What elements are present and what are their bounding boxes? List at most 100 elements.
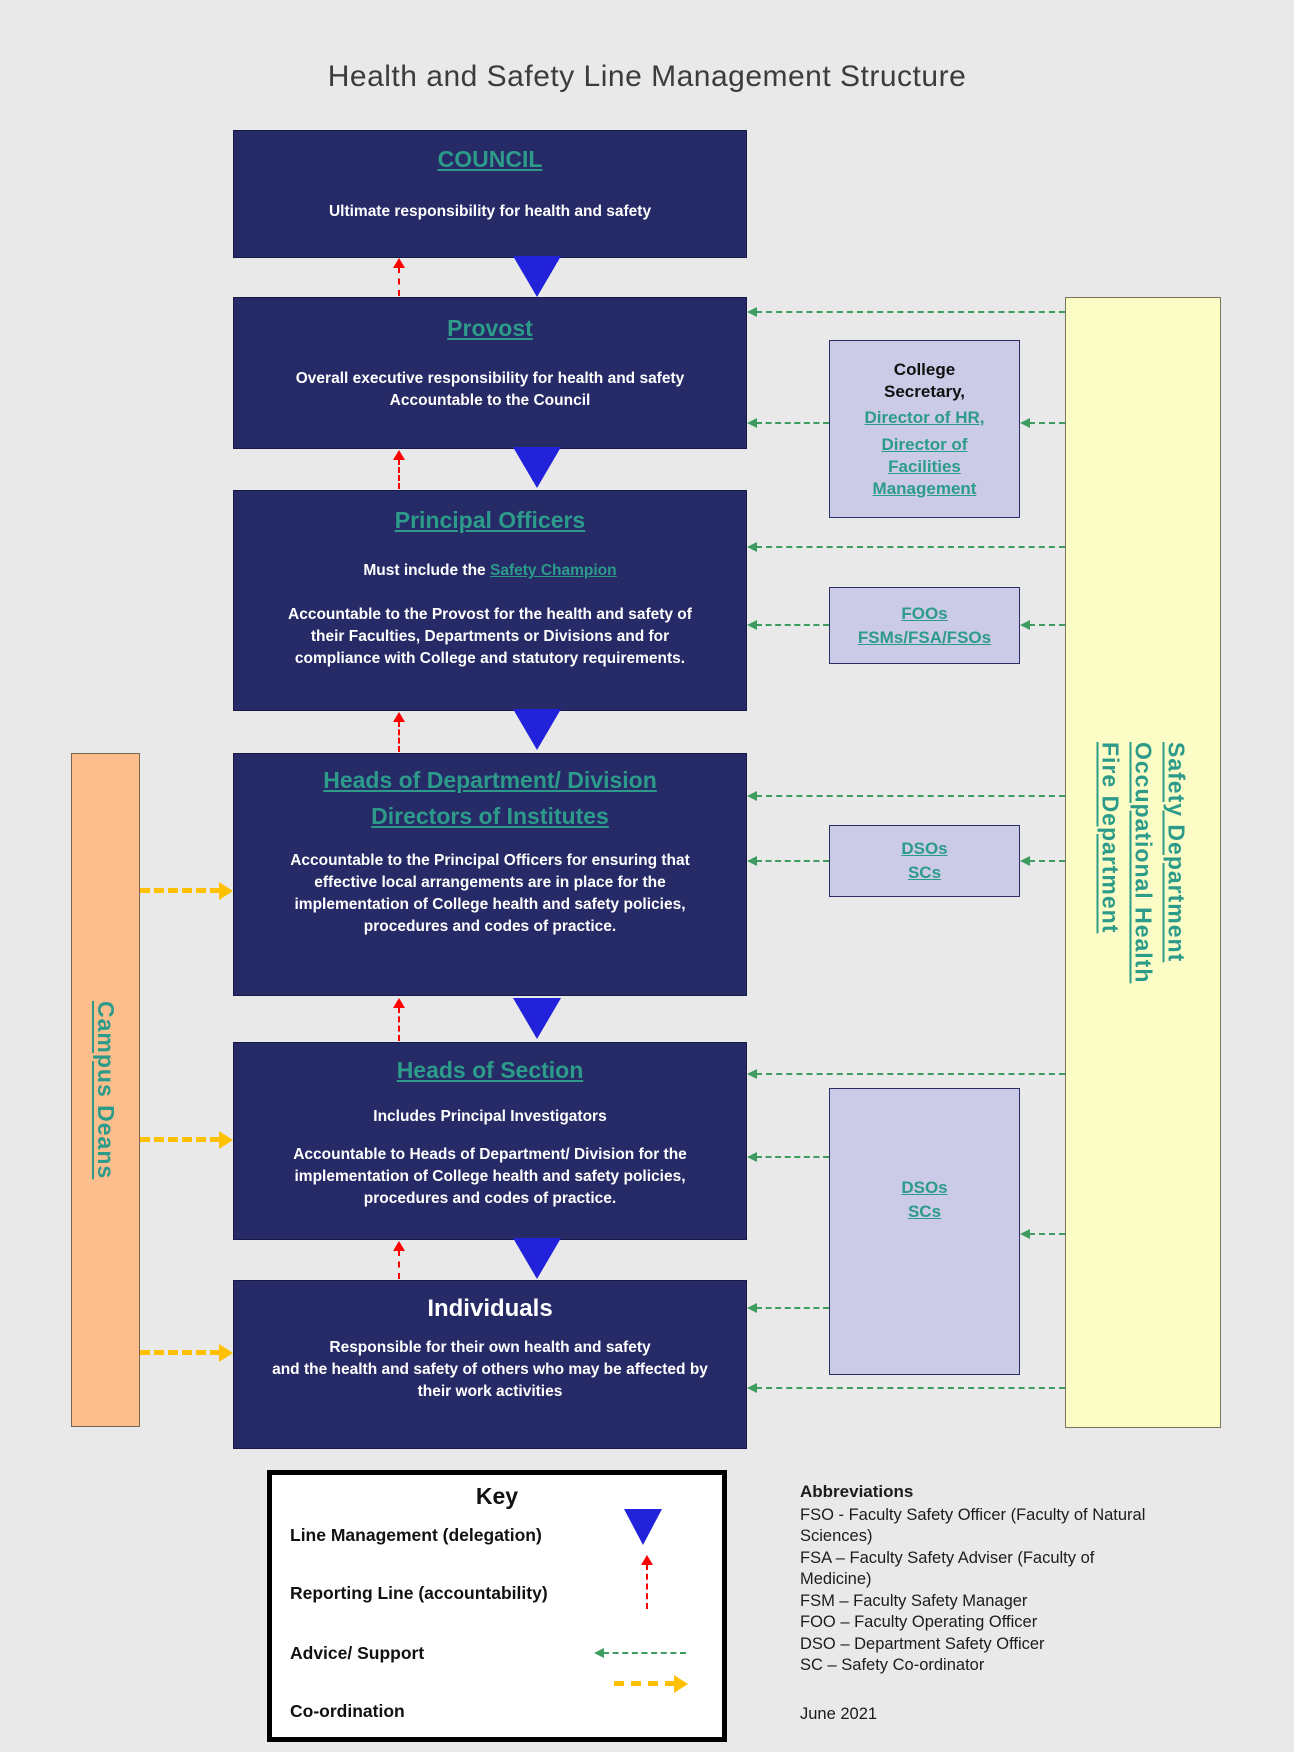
safety-department-text: Safety Department Occupational Health Fi… (1091, 742, 1196, 983)
scs-upper-link[interactable]: SCs (907, 863, 942, 882)
safety-champion-link[interactable]: Safety Champion (489, 562, 617, 579)
arrow-line (756, 1073, 1065, 1075)
provost-box: Provost Overall executive responsibility… (233, 297, 747, 449)
reporting-arrow (392, 1241, 406, 1279)
arrow-head (747, 1069, 757, 1079)
council-link[interactable]: COUNCIL (437, 146, 543, 172)
fire-department-link[interactable]: Fire Department (1097, 741, 1124, 934)
arrow-head (674, 1675, 688, 1693)
provost-link[interactable]: Provost (447, 315, 533, 341)
abbreviation-foo: FOO – Faculty Operating Officer (800, 1613, 1038, 1632)
arrow-line (756, 795, 1065, 797)
abbreviation-fsm: FSM – Faculty Safety Manager (800, 1591, 1028, 1610)
director-of-hr-link[interactable]: Director of HR, (864, 408, 985, 428)
arrow-line (756, 860, 829, 862)
director-of-facilities-link[interactable]: Director of Facilities Management (872, 435, 977, 498)
must-include-line: Must include the Safety Champion (234, 560, 746, 582)
diagram-title: Health and Safety Line Management Struct… (327, 60, 967, 93)
arrow-line (398, 1250, 400, 1279)
dsos-upper-link[interactable]: DSOs (901, 839, 948, 859)
key-delegation-arrow-icon (624, 1509, 662, 1545)
principal-officers-box: Principal Officers Must include the Safe… (233, 490, 747, 711)
arrow-head (393, 258, 405, 268)
arrow-line (756, 311, 1065, 313)
coordination-arrow (140, 1344, 233, 1362)
arrow-head (594, 1648, 604, 1658)
college-secretary-box: College Secretary, Director of HR, Direc… (829, 340, 1020, 518)
arrow-line (756, 1156, 829, 1158)
arrow-line (756, 422, 829, 424)
foos-box: FOOs FSMs/FSA/FSOs (829, 587, 1020, 664)
key-label-coordination: Co-ordination (290, 1701, 405, 1721)
advice-arrow (747, 541, 1065, 553)
key-label-reporting-line: Reporting Line (accountability) (290, 1583, 548, 1603)
individuals-box: Individuals Responsible for their own he… (233, 1280, 747, 1449)
arrow-head (1020, 620, 1030, 630)
delegation-arrow (513, 447, 561, 488)
arrow-line (756, 624, 829, 626)
arrow-line (140, 888, 220, 893)
safety-department-link[interactable]: Safety Department (1163, 741, 1190, 963)
advice-arrow (747, 790, 1065, 802)
principal-officers-link[interactable]: Principal Officers (394, 507, 586, 533)
arrow-head (1020, 418, 1030, 428)
delegation-arrow (513, 256, 561, 297)
arrow-head (393, 450, 405, 460)
arrow-line (646, 1564, 648, 1609)
safety-department-panel: Safety Department Occupational Health Fi… (1065, 297, 1221, 1428)
heads-of-section-link[interactable]: Heads of Section (396, 1057, 584, 1083)
key-label-advice-support: Advice/ Support (290, 1643, 425, 1663)
directors-of-institutes-link[interactable]: Directors of Institutes (371, 803, 609, 829)
individuals-text: Responsible for their own health and saf… (272, 1339, 708, 1400)
dsos-lower-box: DSOs SCs (829, 1088, 1020, 1375)
occupational-health-link[interactable]: Occupational Health (1130, 741, 1157, 984)
abbreviation-fsa: FSA – Faculty Safety Adviser (Faculty of… (800, 1548, 1095, 1589)
foos-link[interactable]: FOOs (901, 603, 948, 623)
delegation-arrow (513, 1238, 561, 1279)
arrow-head (747, 620, 757, 630)
arrow-line (1029, 1233, 1065, 1235)
arrow-line (756, 1307, 829, 1309)
advice-arrow (747, 855, 829, 867)
arrow-head (219, 1131, 233, 1149)
advice-arrow (747, 1151, 829, 1163)
arrow-head (393, 998, 405, 1008)
advice-arrow (1020, 1228, 1065, 1240)
campus-deans-panel: Campus Deans (71, 753, 140, 1427)
arrow-head (393, 1241, 405, 1251)
arrow-line (398, 721, 400, 752)
advice-arrow (747, 417, 829, 429)
heads-of-department-link[interactable]: Heads of Department/ Division (323, 767, 657, 793)
delegation-arrow (513, 998, 561, 1039)
dsos-lower-link[interactable]: DSOs (901, 1178, 948, 1197)
advice-arrow (1020, 417, 1065, 429)
arrow-line (140, 1350, 220, 1355)
arrow-line (398, 267, 400, 296)
advice-arrow (747, 306, 1065, 318)
campus-deans-link[interactable]: Campus Deans (93, 1000, 119, 1180)
advice-arrow (747, 619, 829, 631)
arrow-head (219, 882, 233, 900)
heads-of-section-subheading: Includes Principal Investigators (373, 1108, 607, 1125)
fsms-fsa-fsos-link[interactable]: FSMs/FSA/FSOs (857, 627, 992, 647)
heads-of-department-text: Accountable to the Principal Officers fo… (290, 852, 690, 935)
abbreviation-sc: SC – Safety Co-ordinator (800, 1656, 985, 1675)
provost-text: Overall executive responsibility for hea… (295, 370, 685, 409)
arrow-head (747, 1152, 757, 1162)
college-secretary-label: College Secretary, (884, 359, 965, 401)
abbreviation-fso: FSO - Faculty Safety Officer (Faculty of… (800, 1506, 1146, 1546)
arrow-head (747, 791, 757, 801)
scs-lower-link[interactable]: SCs (907, 1201, 942, 1221)
abbreviation-dso: DSO – Department Safety Officer (800, 1634, 1045, 1653)
arrow-line (756, 1387, 1065, 1389)
arrow-line (398, 459, 400, 489)
key-advice-arrow-icon (594, 1647, 686, 1659)
arrow-head (641, 1555, 653, 1565)
arrow-head (747, 307, 757, 317)
diagram-date: June 2021 (800, 1704, 878, 1723)
council-box: COUNCIL Ultimate responsibility for heal… (233, 130, 747, 258)
delegation-arrow (513, 709, 561, 750)
key-title: Key (475, 1483, 519, 1509)
heads-of-section-box: Heads of Section Includes Principal Inve… (233, 1042, 747, 1240)
